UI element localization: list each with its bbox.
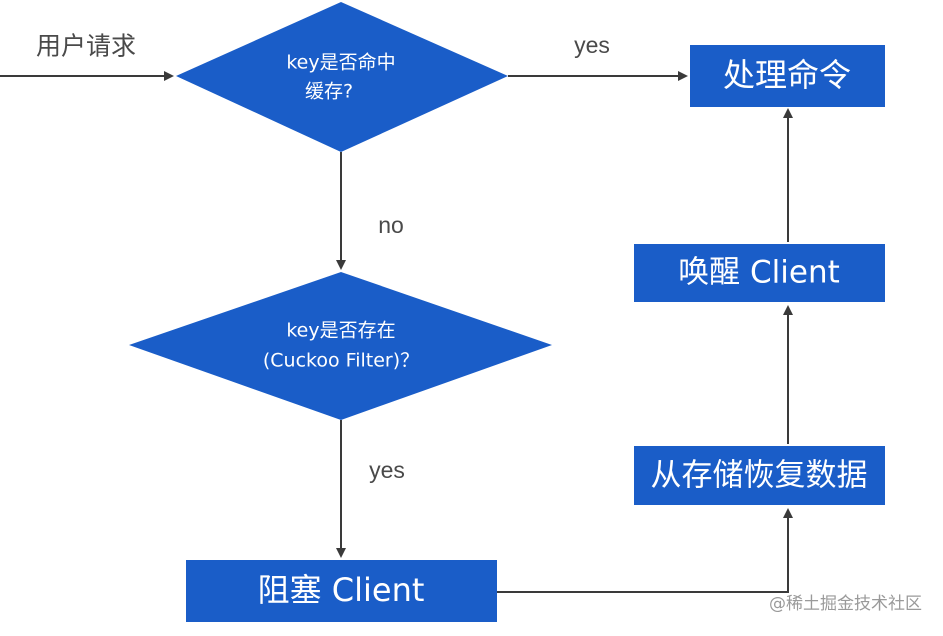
process-block-client-box bbox=[186, 560, 497, 622]
process-wake-client-box bbox=[634, 244, 885, 302]
process-block-client: 阻塞 Client bbox=[186, 560, 497, 622]
edge-label-filter-yes: yes bbox=[369, 457, 405, 483]
process-block-client-label: 阻塞 Client bbox=[258, 571, 425, 609]
process-restore-from-storage: 从存储恢复数据 bbox=[634, 446, 885, 505]
decision-key-exists-shape bbox=[129, 272, 552, 420]
decision-cache-hit-line-1: key是否命中 bbox=[286, 52, 395, 74]
decision-key-exists-line-1: key是否存在 bbox=[286, 320, 395, 342]
process-restore-from-storage-box bbox=[634, 446, 885, 505]
edge-block-to-restore-arrow bbox=[497, 508, 793, 593]
decision-key-exists: key是否存在 (Cuckoo Filter)？ bbox=[129, 272, 552, 420]
decision-cache-hit: key是否命中 缓存? bbox=[176, 2, 508, 152]
decision-key-exists-line-2: (Cuckoo Filter)？ bbox=[263, 350, 419, 372]
process-handle-command-box bbox=[690, 45, 885, 107]
process-wake-client-label: 唤醒 Client bbox=[678, 255, 840, 291]
process-wake-client: 唤醒 Client bbox=[634, 244, 885, 302]
watermark-text: @稀土掘金技术社区 bbox=[769, 594, 922, 614]
process-restore-from-storage-label: 从存储恢复数据 bbox=[651, 458, 868, 494]
edge-label-user-request: 用户请求 bbox=[36, 33, 136, 61]
edge-label-cache-yes: yes bbox=[574, 32, 610, 58]
edges bbox=[0, 71, 793, 593]
process-handle-command-label: 处理命令 bbox=[723, 56, 851, 94]
decision-cache-hit-line-2: 缓存? bbox=[305, 81, 353, 103]
edge-labels: 用户请求 yes no yes bbox=[36, 32, 610, 483]
edge-label-cache-no: no bbox=[378, 212, 404, 238]
process-handle-command: 处理命令 bbox=[690, 45, 885, 107]
decision-cache-hit-shape bbox=[176, 2, 508, 152]
